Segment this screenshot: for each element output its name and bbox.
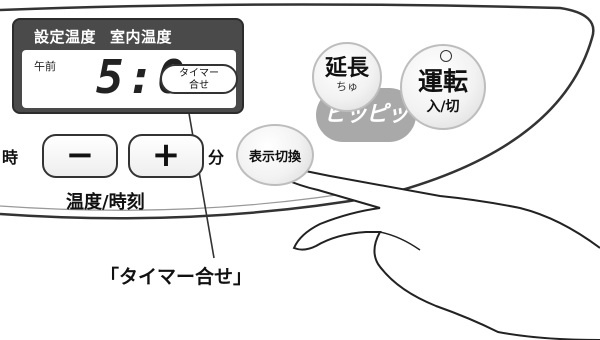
callout-line [185,95,215,259]
timer-set-callout: 「タイマー合せ」 [100,266,253,288]
display-switch-button[interactable]: 表示切換 [236,124,314,186]
hour-label: 時 [2,148,19,167]
minute-label: 分 [208,148,225,167]
timer-badge-line2: 合せ [189,80,209,91]
lcd-display: 設定温度室内温度 午前 5:0 タイマー 合せ [12,18,244,114]
extend-button-sublabel: ちゅ [336,80,358,93]
extend-button[interactable]: 延長 ちゅ [312,42,382,112]
room-temperature-label: 室内温度 [110,28,173,46]
lcd-screen: 午前 5:0 タイマー 合せ [22,50,238,108]
hand-crease [379,231,421,251]
timer-badge-line1: タイマー [179,68,219,79]
lcd-header: 設定温度室内温度 [34,26,172,47]
panel-inner-edge [0,187,381,211]
extend-button-label: 延長 [324,56,369,81]
power-button-label: 運転 [417,67,468,96]
pointing-hand [276,164,600,340]
minus-button[interactable]: − [42,134,118,178]
plus-button[interactable]: + [128,134,204,178]
power-button[interactable]: 運転 入/切 [400,44,486,130]
am-pm-indicator: 午前 [34,60,56,73]
power-button-sublabel: 入/切 [426,99,460,115]
set-temperature-label: 設定温度 [34,28,97,46]
power-indicator-icon [440,50,452,62]
temp-time-group-label: 温度/時刻 [66,192,145,213]
panel-edge [0,3,595,220]
timer-set-badge: タイマー 合せ [160,64,238,94]
display-switch-label: 表示切換 [248,150,301,165]
